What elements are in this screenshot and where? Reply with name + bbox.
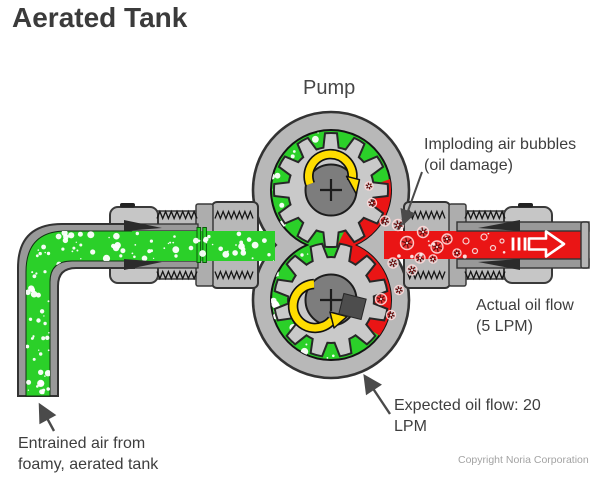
label-line: (oil damage) (424, 157, 513, 174)
label-expected-oil-flow: Expected oil flow: 20 LPM (394, 395, 541, 437)
copyright-text: Copyright Noria Corporation (458, 454, 589, 466)
label-line: Expected oil flow: 20 (394, 397, 541, 414)
label-actual-oil-flow: Actual oil flow (5 LPM) (476, 295, 574, 337)
pump-label: Pump (303, 77, 356, 99)
inlet-outlet-pipes (17, 223, 275, 397)
label-line: Actual oil flow (476, 297, 574, 314)
fitting-ferrules (124, 220, 520, 270)
rotation-arrow-icons (287, 148, 367, 334)
label-entrained-air: Entrained air from foamy, aerated tank (18, 433, 158, 475)
label-line: foamy, aerated tank (18, 456, 159, 473)
label-line: (5 LPM) (476, 318, 533, 335)
label-line: Entrained air from (18, 435, 146, 452)
annotation-pointer-arrows (38, 171, 423, 432)
label-imploding-air-bubbles: Imploding air bubbles (oil damage) (424, 134, 576, 176)
label-line: Imploding air bubbles (424, 136, 577, 153)
label-line: LPM (394, 418, 427, 435)
page-title: Aerated Tank (12, 2, 188, 33)
